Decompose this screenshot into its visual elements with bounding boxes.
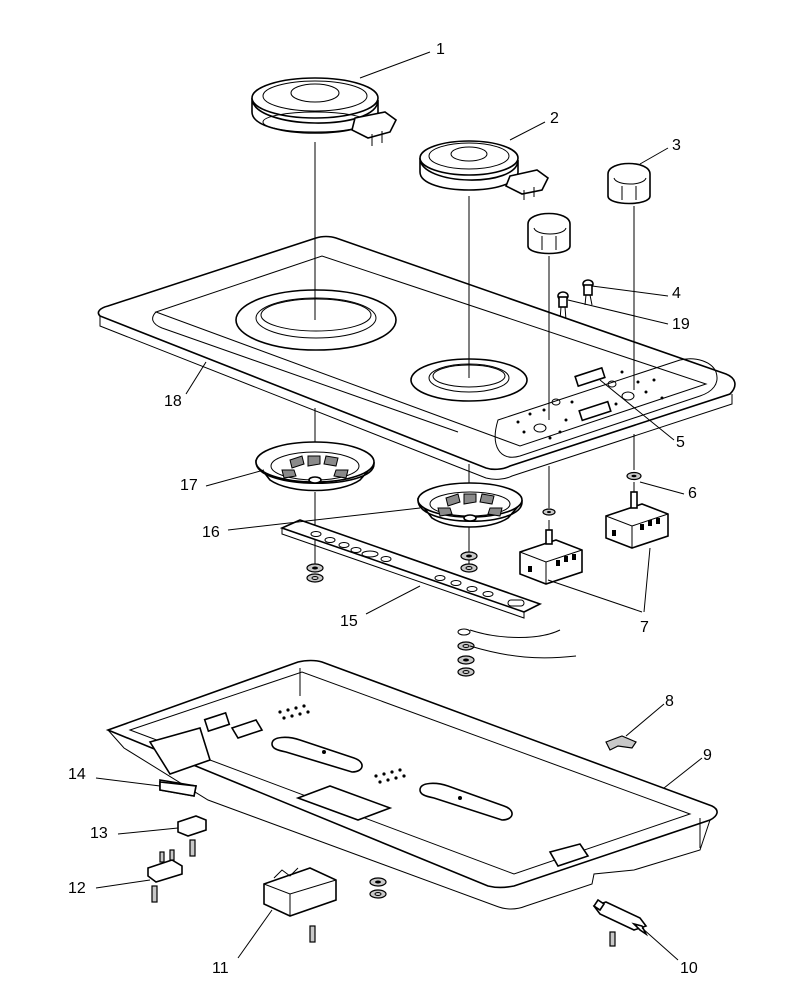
label-11: 11 [212, 960, 229, 977]
part-12-terminal-clip [147, 849, 183, 903]
part-10-fixing-bracket [592, 898, 649, 947]
label-9: 9 [703, 747, 712, 764]
part-7-energy-regulator-left [519, 529, 583, 585]
label-13: 13 [90, 825, 108, 842]
label-8: 8 [665, 693, 674, 710]
label-6: 6 [688, 485, 697, 502]
label-7: 7 [640, 619, 649, 636]
part-13-connector [177, 815, 207, 857]
part-8-clip [605, 735, 637, 751]
label-5: 5 [676, 434, 685, 451]
part-18-hob-top [97, 235, 736, 480]
label-3: 3 [672, 137, 681, 154]
part-4-indicator-lamp [582, 279, 594, 306]
part-1-large-hotplate [251, 77, 398, 146]
label-18: 18 [164, 393, 182, 410]
label-1: 1 [436, 41, 445, 58]
part-3-control-knob [607, 162, 651, 205]
second-control-knob [527, 212, 571, 255]
part-16-heating-cup [417, 482, 523, 528]
label-12: 12 [68, 880, 86, 897]
label-10: 10 [680, 960, 698, 977]
part-2-small-hotplate [419, 140, 550, 200]
label-4: 4 [672, 285, 681, 302]
washers-and-nuts [306, 471, 642, 899]
label-17: 17 [180, 477, 198, 494]
part-7-energy-regulator-right [605, 491, 669, 549]
leader-lines [95, 51, 703, 961]
label-19: 19 [672, 316, 690, 333]
part-11-terminal-block [263, 867, 337, 943]
part-17-heating-cup [255, 441, 375, 492]
part-14-bracket [159, 781, 197, 797]
label-2: 2 [550, 110, 559, 127]
label-15: 15 [340, 613, 358, 630]
part-19-indicator-lamp [557, 291, 569, 321]
part-9-base-tray [105, 659, 718, 910]
label-14: 14 [68, 766, 86, 783]
label-16: 16 [202, 524, 220, 541]
